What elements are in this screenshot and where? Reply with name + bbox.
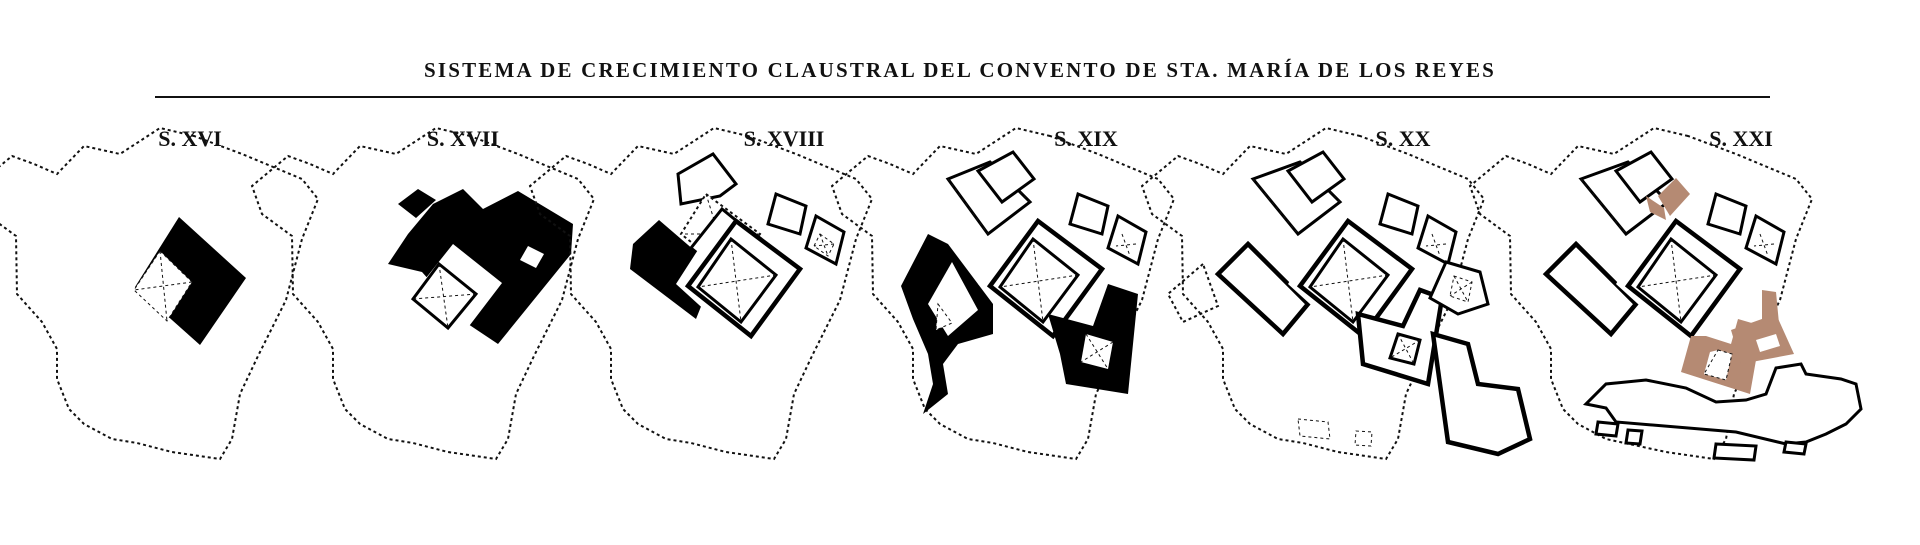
plan-s-xix	[831, 127, 1175, 460]
label-s-xviii: S. XVIII	[743, 126, 825, 151]
plan-s-xvi	[0, 127, 319, 460]
label-s-xix: S. XIX	[1054, 126, 1118, 151]
title-divider	[155, 96, 1770, 98]
label-s-xvii: S. XVII	[426, 126, 500, 151]
plan-s-xx	[1141, 127, 1533, 460]
intervention-block	[1646, 196, 1666, 220]
label-s-xx: S. XX	[1375, 126, 1431, 151]
plan-s-xxi	[1428, 126, 1863, 462]
plan-s-xvii	[251, 127, 595, 460]
plan-s-xviii	[529, 127, 873, 460]
diagram-title: SISTEMA DE CRECIMIENTO CLAUSTRAL DEL CON…	[423, 58, 1497, 82]
intervention-block	[1658, 178, 1690, 216]
label-s-xxi: S. XXI	[1709, 126, 1773, 151]
